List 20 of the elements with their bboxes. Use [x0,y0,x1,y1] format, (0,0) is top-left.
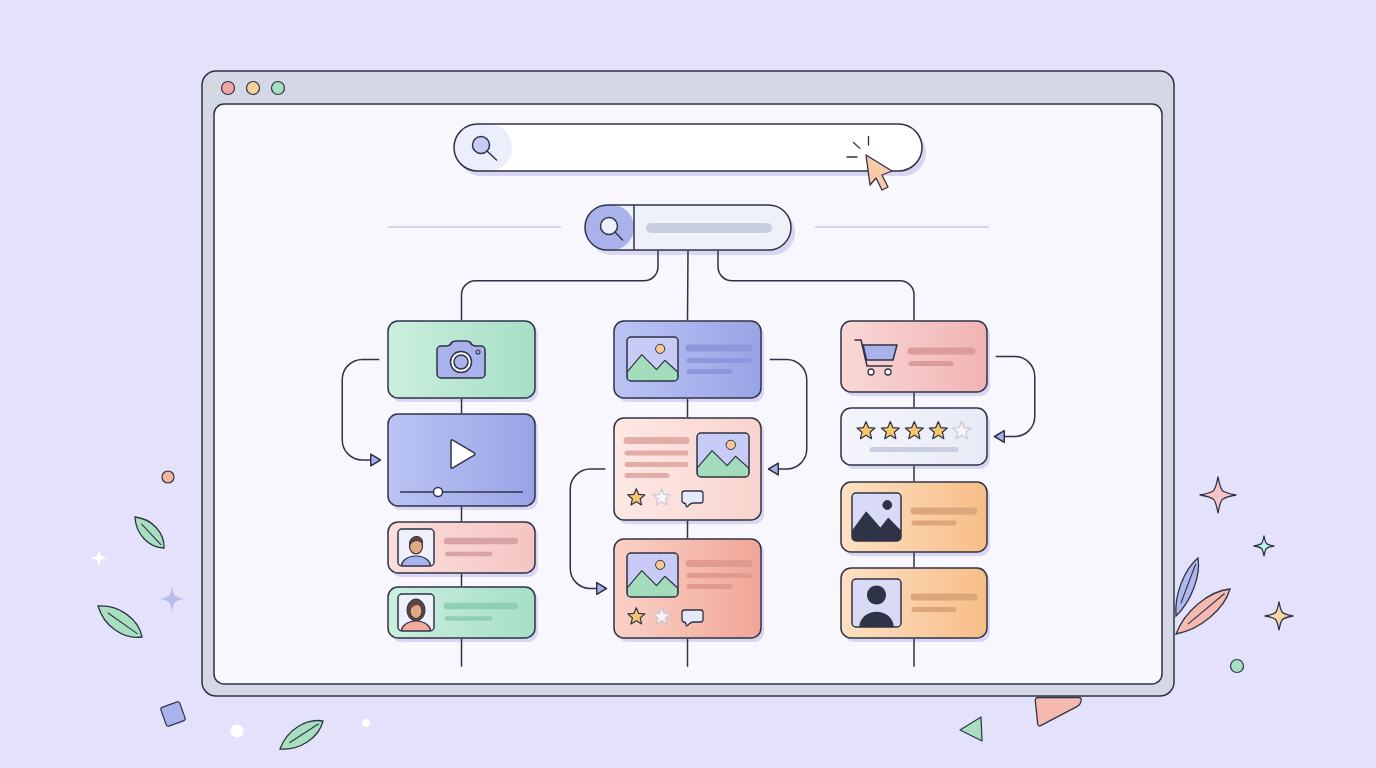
connector-line [717,250,915,321]
connector-line [913,552,915,568]
connector-line [460,506,463,522]
connector-line [460,250,659,321]
curved-arrow [993,355,1036,444]
connector-line [460,638,463,668]
connector-line [913,465,915,482]
connector-line [686,398,689,418]
connector-line [686,520,689,539]
connector-line [460,573,463,587]
curved-arrow [341,358,382,467]
curved-arrow [767,358,808,476]
connector-line [686,250,689,321]
connector-line [913,392,915,408]
curved-arrow [569,468,608,596]
connector-line [913,638,915,668]
connector-line [460,398,463,414]
card [387,413,538,510]
search-bar [453,123,926,176]
connector-line [686,638,689,668]
